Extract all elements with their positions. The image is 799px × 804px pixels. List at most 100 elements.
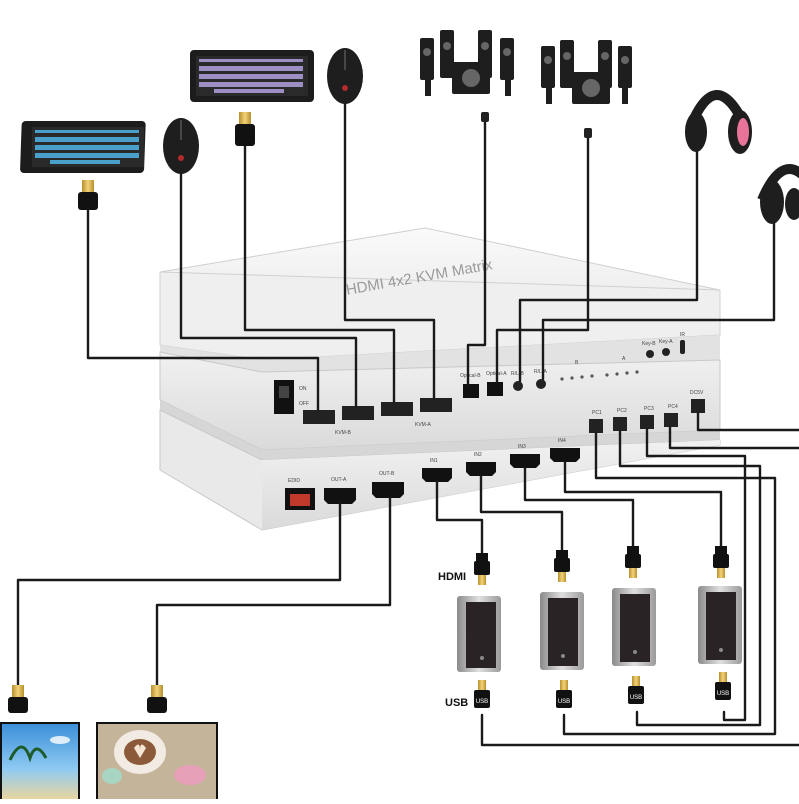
edid-label: EDID [288,478,300,484]
mouse-icon [163,118,199,174]
pc3-port[interactable] [640,415,654,429]
mouse-icon [327,48,363,104]
cable-mouse-b [179,170,358,408]
optical-port-b[interactable] [463,384,479,398]
out-b-port[interactable] [372,482,404,498]
in4-label: IN4 [558,438,566,444]
usb-group-b-label: KVM-B [335,430,352,436]
hdmi-plug-icon [78,180,98,210]
cable-optical-b [466,116,487,386]
group-b-label: B [575,360,579,366]
keyboard-icon [20,121,146,173]
usb-ports: KVM-B KVM-A [303,398,452,436]
cable-in3 [523,466,635,550]
cable-in1 [435,480,484,557]
headphones-icon [757,164,799,224]
cable-pc3 [645,427,747,722]
monitor-icon [96,685,218,799]
hdmi-in-ports: IN1 IN2 IN3 IN4 [422,438,580,482]
power-off-label: OFF [299,401,309,407]
speaker-icon [420,30,514,96]
hdmi-plug-icon [235,112,255,146]
mic-b-label: R/L-B [511,371,524,377]
adapter-usb-mark: USB [558,699,570,705]
cable-headphone-b [518,148,699,383]
cable-keyboard-a [243,143,396,404]
pc-adapter-icon [698,546,742,700]
cables [16,100,799,747]
usb-port-a2[interactable] [420,398,452,412]
ir-sensor [680,340,685,354]
adapter-usb-mark: USB [717,691,729,697]
pc-adapter-icon [540,550,584,708]
pc2-port[interactable] [613,417,627,431]
edid-dip [290,494,310,506]
keyboard-icon [190,50,314,102]
power-on-label: ON [299,386,307,392]
cable-out-a [16,502,342,692]
cable-headphone-a [541,220,776,381]
in4-port[interactable] [550,448,580,462]
dc-label: DC5V [690,390,704,396]
ir-label: IR [680,332,685,338]
hdmi-out-ports: OUT-A OUT-B [324,471,404,504]
pc3-label: PC3 [644,406,654,412]
pc2-label: PC2 [617,408,627,414]
cable-dc [696,411,799,432]
power-switch-rocker [279,386,289,398]
cable-in2 [479,474,564,554]
dc-power-port[interactable] [691,399,705,413]
adapter-usb-mark: USB [476,699,488,705]
in3-label: IN3 [518,444,526,450]
optical-plug [481,112,489,122]
hdmi-label: HDMI [438,571,466,583]
in3-port[interactable] [510,454,540,468]
usb-port-b1[interactable] [303,410,335,424]
adapter-usb-mark: USB [630,695,642,701]
group-a-label: A [622,356,626,362]
cable-pc4 [668,425,799,450]
monitor-icon [0,685,80,799]
optical-port-a[interactable] [487,382,503,396]
pc1-label: PC1 [592,410,602,416]
cable-in4 [563,460,723,550]
status-leds: B A [560,356,639,381]
pc-adapter-icon [612,546,656,704]
key-a-button[interactable] [662,348,670,356]
audio-jack-a[interactable] [536,379,546,389]
cable-pc1-usb [480,713,799,747]
cable-keyboard-b [86,208,320,412]
headphones-icon [685,90,752,154]
pc4-label: PC4 [668,404,678,410]
speaker-icon [541,40,632,104]
usb-port-b2[interactable] [342,406,374,420]
in1-label: IN1 [430,458,438,464]
key-b-button[interactable] [646,350,654,358]
optical-plug [584,128,592,138]
optical-b-label: Optical-B [460,373,481,379]
out-a-port[interactable] [324,488,356,504]
pc-adapter-icon [457,553,501,708]
pc-usb-ports: PC1 PC2 PC3 PC4 [589,404,678,433]
out-a-label: OUT-A [331,477,347,483]
in2-label: IN2 [474,452,482,458]
kvm-device: HDMI 4x2 KVM Matrix ON OFF KVM-B KVM-A O… [159,227,721,531]
in1-port[interactable] [422,468,452,482]
pc-adapters: USB USB USB USB HDMI USB [438,546,742,709]
usb-group-a-label: KVM-A [415,422,432,428]
cable-mouse-a [343,100,436,400]
in2-port[interactable] [466,462,496,476]
usb-port-a1[interactable] [381,402,413,416]
cable-pc2 [618,429,762,727]
pc4-port[interactable] [664,413,678,427]
pc1-port[interactable] [589,419,603,433]
cable-out-b [155,496,392,692]
cable-pc1 [562,431,777,736]
mic-a-label: R/L-A [534,369,547,375]
audio-jack-b[interactable] [513,381,523,391]
usb-label: USB [445,697,468,709]
key-a-label: Key-A [659,339,673,345]
key-b-label: Key-B [642,341,656,347]
